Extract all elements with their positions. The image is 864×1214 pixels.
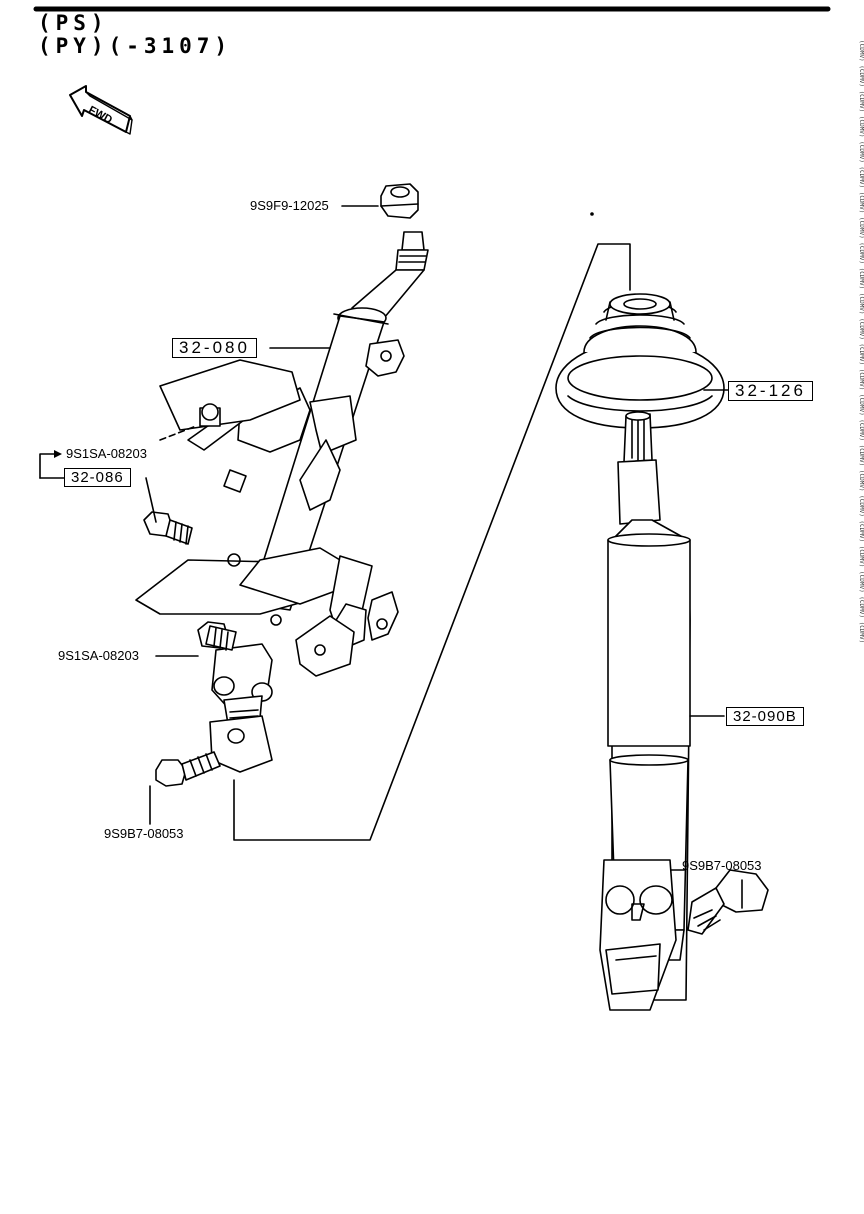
leader-bracket-upper bbox=[39, 453, 61, 479]
ref-boot[interactable]: 32-126 bbox=[728, 381, 813, 401]
bolt-right-part bbox=[687, 869, 769, 935]
rubber-boot-part bbox=[555, 293, 725, 429]
callout-nut[interactable]: 9S9F9-12025 bbox=[250, 198, 329, 213]
bracket-assembly-part bbox=[135, 339, 405, 677]
column-u-joint-part bbox=[209, 643, 273, 773]
edge-print-text: (CDMV) (CDMV) (CDMV) (CDMV) (CDMV) (CDMV… bbox=[858, 40, 864, 644]
bolt-middle-part bbox=[197, 621, 237, 651]
ref-shaft[interactable]: 32-090B bbox=[726, 707, 804, 726]
shaft-u-joint-part bbox=[599, 859, 677, 1011]
callout-bolt-lower[interactable]: 9S1SA-08203 bbox=[58, 648, 139, 663]
leader-bracket bbox=[145, 477, 157, 523]
stray-dot bbox=[590, 212, 594, 216]
fwd-arrow-icon bbox=[69, 85, 133, 135]
callout-bolt-upper[interactable]: 9S1SA-08203 bbox=[66, 446, 147, 461]
leader-arrow-icon bbox=[54, 450, 62, 458]
nut-part bbox=[380, 183, 419, 219]
header-line-2: (PY)(-3107) bbox=[38, 34, 233, 58]
callout-bolt-right[interactable]: 9S9B7-08053 bbox=[682, 858, 762, 873]
bolt-left-part bbox=[155, 751, 221, 787]
ref-bracket[interactable]: 32-086 bbox=[64, 468, 131, 487]
callout-bolt-left[interactable]: 9S9B7-08053 bbox=[104, 826, 184, 841]
bolt-upper-part bbox=[143, 511, 193, 545]
header-line-1: (PS) bbox=[38, 11, 109, 35]
ref-column[interactable]: 32-080 bbox=[172, 338, 257, 358]
connector-line bbox=[233, 243, 631, 841]
